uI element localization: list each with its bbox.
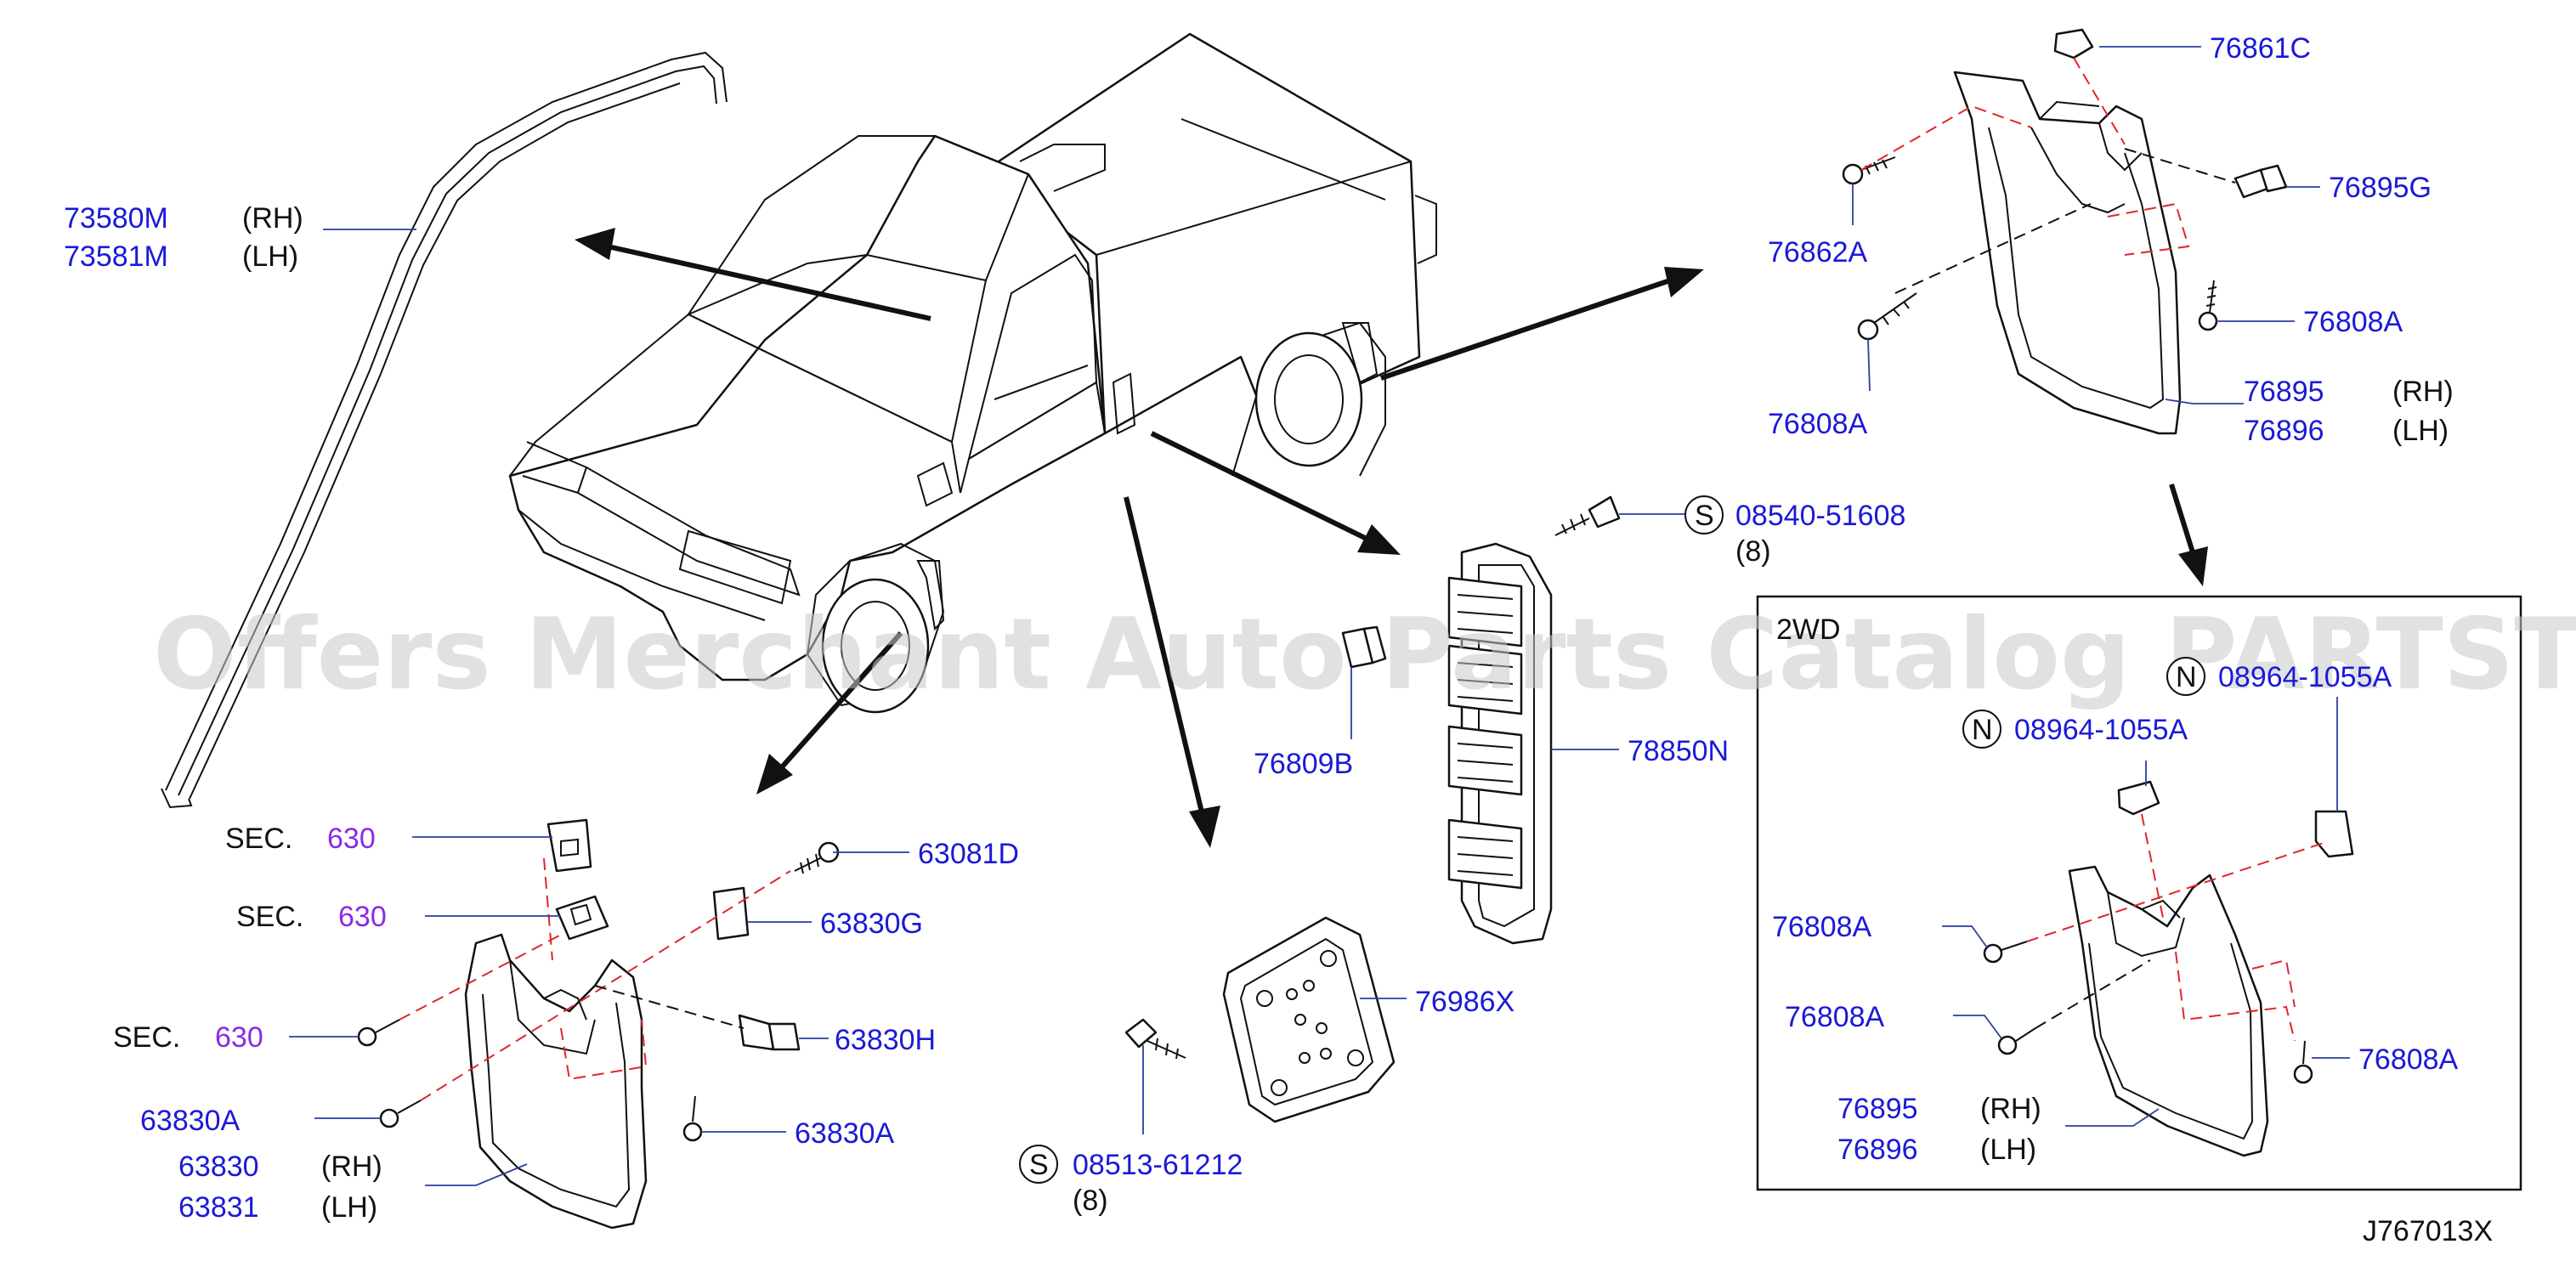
s-symbol-circle — [1019, 1145, 1058, 1184]
side-label-rh: (RH) — [2392, 376, 2454, 408]
screw-63081d — [794, 841, 840, 874]
rear-mudguard-illustration — [1842, 28, 2288, 435]
section-label: SEC. — [236, 901, 303, 933]
switch-panel-illustration — [1341, 495, 1621, 945]
screw-2wd-3 — [2293, 1040, 2313, 1084]
part-label-63830h[interactable]: 63830H — [835, 1024, 936, 1056]
part-label-63081d[interactable]: 63081D — [918, 838, 1019, 870]
part-label-63831[interactable]: 63831 — [178, 1191, 259, 1224]
screw-08513 — [1124, 1018, 1186, 1060]
labels: 73580M (RH) 73581M (LH) 76861C 76895G 76… — [64, 32, 2493, 1247]
2wd-mudguard-illustration — [1983, 780, 2354, 1157]
screw-2wd-2 — [1997, 1027, 2036, 1055]
pickup-truck-illustration — [508, 32, 1437, 714]
part-label-76896[interactable]: 76896 — [2244, 415, 2324, 447]
clip-63830h — [738, 1014, 801, 1051]
section-number-630[interactable]: 630 — [327, 823, 376, 855]
2wd-inset-frame — [1756, 595, 2522, 1191]
part-label-08964-1055a[interactable]: 08964-1055A — [2014, 714, 2188, 746]
gasket-plate-illustration — [1124, 916, 1396, 1123]
switch-button-1 — [1447, 576, 1523, 647]
clip-76895g — [2233, 164, 2288, 199]
part-label-76808a[interactable]: 76808A — [2303, 306, 2403, 338]
screw-2wd-1 — [1983, 941, 2028, 964]
screw-08540 — [1554, 495, 1621, 536]
side-label-rh: (RH) — [1980, 1093, 2041, 1125]
side-label-lh: (LH) — [321, 1191, 377, 1224]
part-label-73581m[interactable]: 73581M — [64, 240, 168, 273]
section-number-630[interactable]: 630 — [338, 901, 387, 933]
n-symbol-circle — [2166, 657, 2205, 696]
part-label-73580m[interactable]: 73580M — [64, 202, 168, 235]
quantity-label: (8) — [1735, 535, 1771, 568]
switch-button-4 — [1447, 818, 1523, 890]
side-label-lh: (LH) — [1980, 1134, 2036, 1166]
inset-title: 2WD — [1776, 614, 1841, 646]
quantity-label: (8) — [1073, 1185, 1108, 1217]
part-label-63830g[interactable]: 63830G — [820, 908, 923, 940]
switch-button-3 — [1447, 725, 1523, 796]
part-label-76808a[interactable]: 76808A — [1768, 408, 1868, 440]
screw-76808a-right — [2198, 280, 2218, 331]
part-label-76895[interactable]: 76895 — [2244, 376, 2324, 408]
part-label-08964-1055a[interactable]: 08964-1055A — [2218, 661, 2392, 693]
s-symbol-circle — [1684, 495, 1724, 534]
section-label: SEC. — [225, 823, 292, 855]
part-label-76808a[interactable]: 76808A — [2358, 1043, 2459, 1076]
side-label-lh: (LH) — [242, 240, 298, 273]
screw-sec630-left — [357, 1019, 400, 1047]
drip-moulding-illustration — [161, 51, 728, 809]
switch-button-2 — [1447, 644, 1523, 715]
part-label-76895[interactable]: 76895 — [1837, 1093, 1918, 1125]
part-label-08513-61212[interactable]: 08513-61212 — [1073, 1149, 1243, 1181]
s-symbol: S — [1029, 1149, 1049, 1181]
part-label-76861c[interactable]: 76861C — [2210, 32, 2311, 65]
part-label-63830[interactable]: 63830 — [178, 1151, 259, 1183]
part-label-76809b[interactable]: 76809B — [1254, 748, 1353, 780]
side-label-rh: (RH) — [242, 202, 303, 235]
front-mudguard-illustration — [357, 818, 840, 1230]
part-label-78850n[interactable]: 78850N — [1628, 735, 1729, 767]
leader-lines — [289, 46, 2350, 1186]
s-symbol: S — [1695, 500, 1714, 532]
part-label-76808a[interactable]: 76808A — [1785, 1001, 1885, 1033]
part-label-76986x[interactable]: 76986X — [1415, 986, 1514, 1018]
part-label-08540-51608[interactable]: 08540-51608 — [1735, 500, 1905, 532]
screw-76862a — [1842, 156, 1896, 185]
screw-63830a-right — [682, 1095, 703, 1142]
n-symbol: N — [2176, 661, 2197, 693]
part-label-76808a[interactable]: 76808A — [1772, 911, 1872, 943]
n-symbol-circle — [1962, 710, 2001, 749]
section-label: SEC. — [113, 1021, 180, 1054]
watermark-text: Offers Merchant Auto Parts Catalog PARTS… — [153, 597, 2576, 712]
screw-63830a-left — [379, 1100, 422, 1128]
part-label-76862a[interactable]: 76862A — [1768, 236, 1868, 269]
part-label-76895g[interactable]: 76895G — [2329, 172, 2432, 204]
section-number-630[interactable]: 630 — [215, 1021, 263, 1054]
pointer-arrows — [575, 228, 2208, 848]
side-label-lh: (LH) — [2392, 415, 2449, 447]
part-label-63830a[interactable]: 63830A — [140, 1105, 241, 1137]
side-label-rh: (RH) — [321, 1151, 382, 1183]
part-label-76896[interactable]: 76896 — [1837, 1134, 1918, 1166]
n-symbol: N — [1972, 714, 1993, 746]
screw-76808a-left — [1857, 292, 1917, 341]
figure-code: J767013X — [2363, 1215, 2493, 1247]
part-label-63830a[interactable]: 63830A — [795, 1117, 895, 1150]
